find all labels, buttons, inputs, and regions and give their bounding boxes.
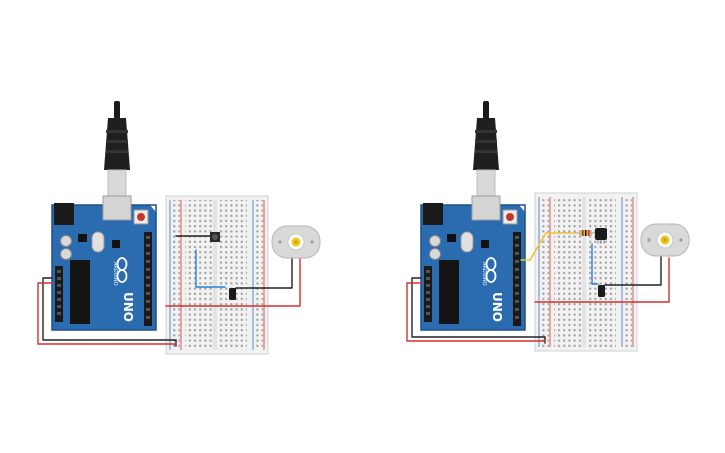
wire-red-5v: [37, 282, 177, 345]
breadboard[interactable]: [165, 195, 269, 355]
wire-yellow-signal: [520, 232, 575, 261]
arduino-infinity-logo-icon: [485, 257, 497, 283]
transistor[interactable]: [598, 285, 605, 297]
arduino-brand-label: ARDUINO: [481, 262, 487, 286]
resistor[interactable]: [574, 230, 596, 236]
wire-red-5v: [406, 282, 546, 342]
usb-cable: [473, 101, 499, 197]
wires: [406, 232, 670, 344]
arduino-board[interactable]: ARDUINO UNO: [51, 195, 157, 331]
sensor[interactable]: [595, 228, 607, 244]
arduino-model-label: UNO: [490, 292, 504, 322]
circuit-2: ARDUINO UNO: [406, 101, 690, 352]
wire-black-gnd: [42, 277, 177, 347]
arduino-model-label: UNO: [121, 292, 135, 322]
transistor[interactable]: [229, 288, 236, 300]
pushbutton[interactable]: [210, 232, 220, 242]
wire-black-motor: [604, 255, 662, 286]
arduino-infinity-logo-icon: [116, 257, 128, 283]
wire-red-rail: [534, 257, 670, 303]
wire-red-rail: [165, 257, 301, 307]
dc-motor-icon[interactable]: [640, 223, 690, 257]
wire-blue-signal: [591, 243, 599, 285]
arduino-board[interactable]: ARDUINO UNO: [420, 195, 526, 331]
dc-motor-icon[interactable]: [271, 225, 321, 259]
usb-cable: [104, 101, 130, 197]
wire-black-motor: [235, 255, 293, 289]
wire-blue-signal: [195, 249, 226, 288]
breadboard[interactable]: [534, 192, 638, 352]
circuit-1: ARDUINO UNO: [37, 101, 321, 355]
arduino-brand-label: ARDUINO: [112, 262, 118, 286]
wires: [37, 235, 301, 347]
wire-black-gnd: [411, 277, 546, 344]
